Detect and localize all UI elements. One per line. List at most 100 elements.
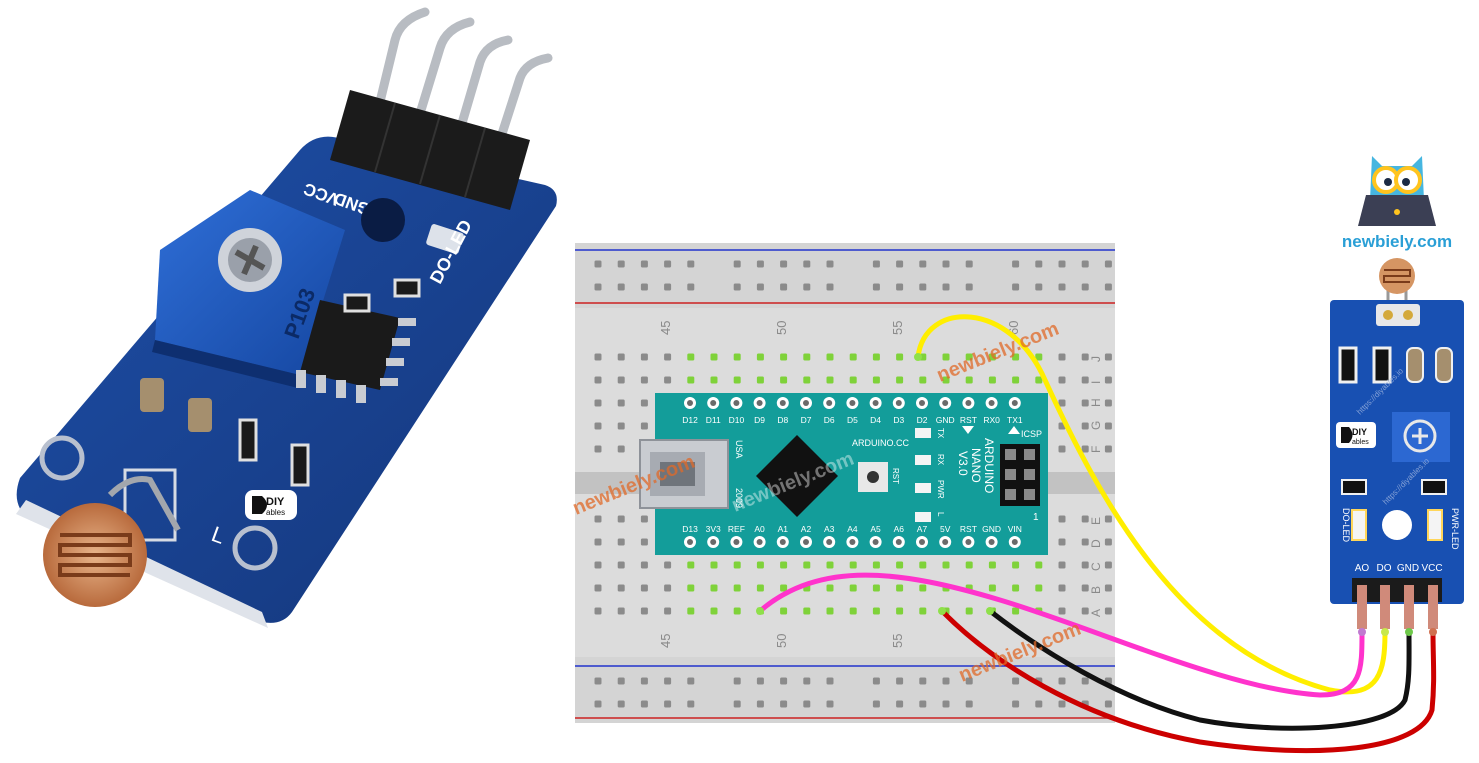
- rail-hole: [1058, 677, 1066, 685]
- nano-model-line1: ARDUINO: [982, 438, 996, 493]
- breadboard-hole: [988, 353, 996, 361]
- breadboard-hole: [965, 353, 973, 361]
- breadboard-hole: [617, 445, 625, 453]
- col-num-50-bottom: 50: [774, 634, 789, 648]
- do-led: [426, 224, 464, 254]
- nano-pin-hole: [872, 539, 879, 545]
- year-label: 2009: [734, 488, 744, 508]
- breadboard-hole: [849, 376, 857, 384]
- rst-label: RST: [891, 468, 900, 484]
- col-num-50-top: 50: [774, 321, 789, 335]
- svg-text:J: J: [1089, 356, 1103, 362]
- rail-hole: [594, 283, 602, 291]
- nano-pin-hole: [895, 539, 902, 545]
- breadboard-hole: [1012, 353, 1020, 361]
- breadboard-hole: [1081, 515, 1089, 523]
- rail-hole: [896, 700, 904, 708]
- breadboard-hole: [687, 607, 695, 615]
- breadboard-hole: [594, 445, 602, 453]
- sensor-do-led: [1351, 509, 1367, 541]
- col-num-45-bottom: 45: [658, 634, 673, 648]
- col-num-55-bottom: 55: [890, 634, 905, 648]
- nano-pin-hole: [826, 400, 833, 406]
- breadboard-hole: [594, 353, 602, 361]
- nano-pin-label: D4: [870, 415, 881, 425]
- rail-hole: [826, 700, 834, 708]
- nano-pin-hole: [756, 400, 763, 406]
- svg-text:E: E: [1089, 517, 1103, 525]
- rail-hole: [1035, 700, 1043, 708]
- svg-text:I: I: [1089, 381, 1103, 384]
- nano-pin-label: VIN: [1008, 524, 1022, 534]
- rail-hole: [826, 283, 834, 291]
- nano-pin-label: D11: [706, 415, 721, 425]
- sensor-pin-ao: AO: [1355, 563, 1370, 574]
- nano-pin-hole: [988, 400, 995, 406]
- rail-hole: [803, 700, 811, 708]
- rail-hole: [965, 677, 973, 685]
- breadboard-hole: [640, 515, 648, 523]
- breadboard-hole: [640, 422, 648, 430]
- breadboard-hole: [1035, 561, 1043, 569]
- breadboard-hole: [849, 584, 857, 592]
- nano-pin-hole: [779, 539, 786, 545]
- breadboard-hole: [803, 376, 811, 384]
- nano-pin-label: D2: [917, 415, 928, 425]
- rail-hole: [640, 283, 648, 291]
- wire-ao-pink: [757, 572, 1365, 698]
- reset-button[interactable]: [858, 462, 888, 492]
- breadboard-hole: [756, 353, 764, 361]
- breadboard-hole: [687, 561, 695, 569]
- breadboard-hole: [594, 399, 602, 407]
- nano-pin-label: D7: [801, 415, 812, 425]
- rail-hole: [1104, 700, 1112, 708]
- nano-pin-hole: [803, 400, 809, 406]
- nano-pin-label: A4: [847, 524, 858, 534]
- breadboard-hole: [1081, 376, 1089, 384]
- breadboard-hole: [826, 353, 834, 361]
- breadboard-row-letters: J I H G F E D C B A: [1089, 356, 1103, 617]
- sensor-pin-vcc: VCC: [1421, 563, 1442, 574]
- potentiometer: P103: [152, 190, 345, 388]
- led-pwr-label: PWR: [936, 480, 945, 499]
- breadboard-column-numbers: 45 50 55 60 45 50 55: [658, 321, 1021, 648]
- atmega-chip: [755, 434, 839, 518]
- rail-hole: [919, 700, 927, 708]
- rail-hole: [594, 260, 602, 268]
- breadboard-hole: [664, 561, 672, 569]
- breadboard-hole: [1081, 422, 1089, 430]
- nano-leds: [915, 428, 931, 522]
- nano-pin-label: D8: [777, 415, 788, 425]
- breadboard-hole: [733, 584, 741, 592]
- rail-hole: [1104, 283, 1112, 291]
- breadboard-hole: [1104, 538, 1112, 546]
- wire-gnd-black: [987, 608, 1412, 731]
- ldr-sensor: [43, 476, 181, 607]
- rail-hole: [733, 283, 741, 291]
- breadboard-hole: [640, 561, 648, 569]
- sensor-smd: [1338, 346, 1453, 495]
- sensor-do-led-label: DO-LED: [1341, 508, 1351, 543]
- breadboard-hole: [617, 607, 625, 615]
- breadboard-hole: [919, 584, 927, 592]
- breadboard-hole: [687, 584, 695, 592]
- breadboard-hole: [640, 399, 648, 407]
- nano-pin-label: A2: [801, 524, 812, 534]
- rail-hole: [1081, 283, 1089, 291]
- sensor-mounting-hole: [1382, 510, 1412, 540]
- breadboard-hole: [664, 353, 672, 361]
- nano-pin-label: 3V3: [706, 524, 721, 534]
- nano-pin-hole: [756, 539, 763, 545]
- breadboard-hole: [1081, 353, 1089, 361]
- breadboard-hole: [733, 607, 741, 615]
- breadboard-hole: [803, 607, 811, 615]
- rail-hole: [826, 677, 834, 685]
- nano-pin-hole: [849, 400, 856, 406]
- nano-pin-hole: [919, 400, 925, 406]
- sensor-header-pins: [1357, 585, 1438, 629]
- nano-pin-hole: [1011, 400, 1018, 406]
- breadboard-hole: [1035, 353, 1043, 361]
- breadboard-hole: [896, 353, 904, 361]
- breadboard-hole: [687, 353, 695, 361]
- breadboard-hole: [594, 584, 602, 592]
